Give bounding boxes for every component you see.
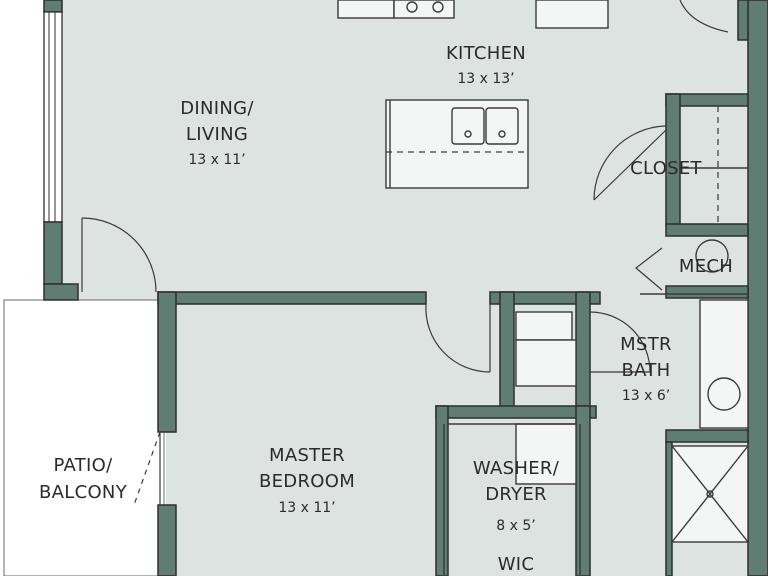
- kitchen-size: 13 x 13’: [457, 71, 514, 87]
- patio-floor: [3, 299, 165, 576]
- dining-living-label-line2: LIVING: [186, 124, 248, 145]
- patio-balcony-label-line2: BALCONY: [39, 482, 128, 503]
- washer-dryer-size: 8 x 5’: [496, 518, 535, 534]
- stacked-unit-top: [515, 311, 573, 341]
- patio-balcony-label-line1: PATIO/: [54, 455, 114, 476]
- stacked-unit: [515, 339, 577, 387]
- washer-dryer-label-line2: DRYER: [485, 484, 547, 505]
- dining-living-size: 13 x 11’: [188, 152, 245, 168]
- closet-label: CLOSET: [630, 158, 702, 179]
- dining-living-label-line1: DINING/: [180, 98, 254, 119]
- master-bath-label-line1: MSTR: [620, 334, 672, 355]
- kitchen-label: KITCHEN: [446, 43, 526, 64]
- sink-left-basin: [451, 107, 485, 145]
- mech-label: MECH: [679, 256, 733, 277]
- washer-dryer-label-line1: WASHER/: [473, 458, 560, 479]
- master-bedroom-size: 13 x 11’: [278, 500, 335, 516]
- master-bath-size: 13 x 6’: [622, 388, 670, 404]
- vanity-sink: [707, 377, 741, 411]
- kitchen-fixtures: [337, 0, 729, 189]
- room-labels: KITCHEN 13 x 13’ DINING/ LIVING 13 x 11’…: [39, 43, 733, 575]
- washer: [515, 423, 577, 485]
- sink-right-basin: [485, 107, 519, 145]
- walls: [43, 0, 768, 576]
- door-swings: [81, 106, 748, 506]
- master-bedroom-label-line2: BEDROOM: [259, 471, 355, 492]
- laundry-bath-fixtures: [443, 299, 749, 576]
- wic-label: WIC: [498, 554, 535, 575]
- master-bath-label-line2: BATH: [622, 360, 671, 381]
- master-bedroom-label-line1: MASTER: [269, 445, 345, 466]
